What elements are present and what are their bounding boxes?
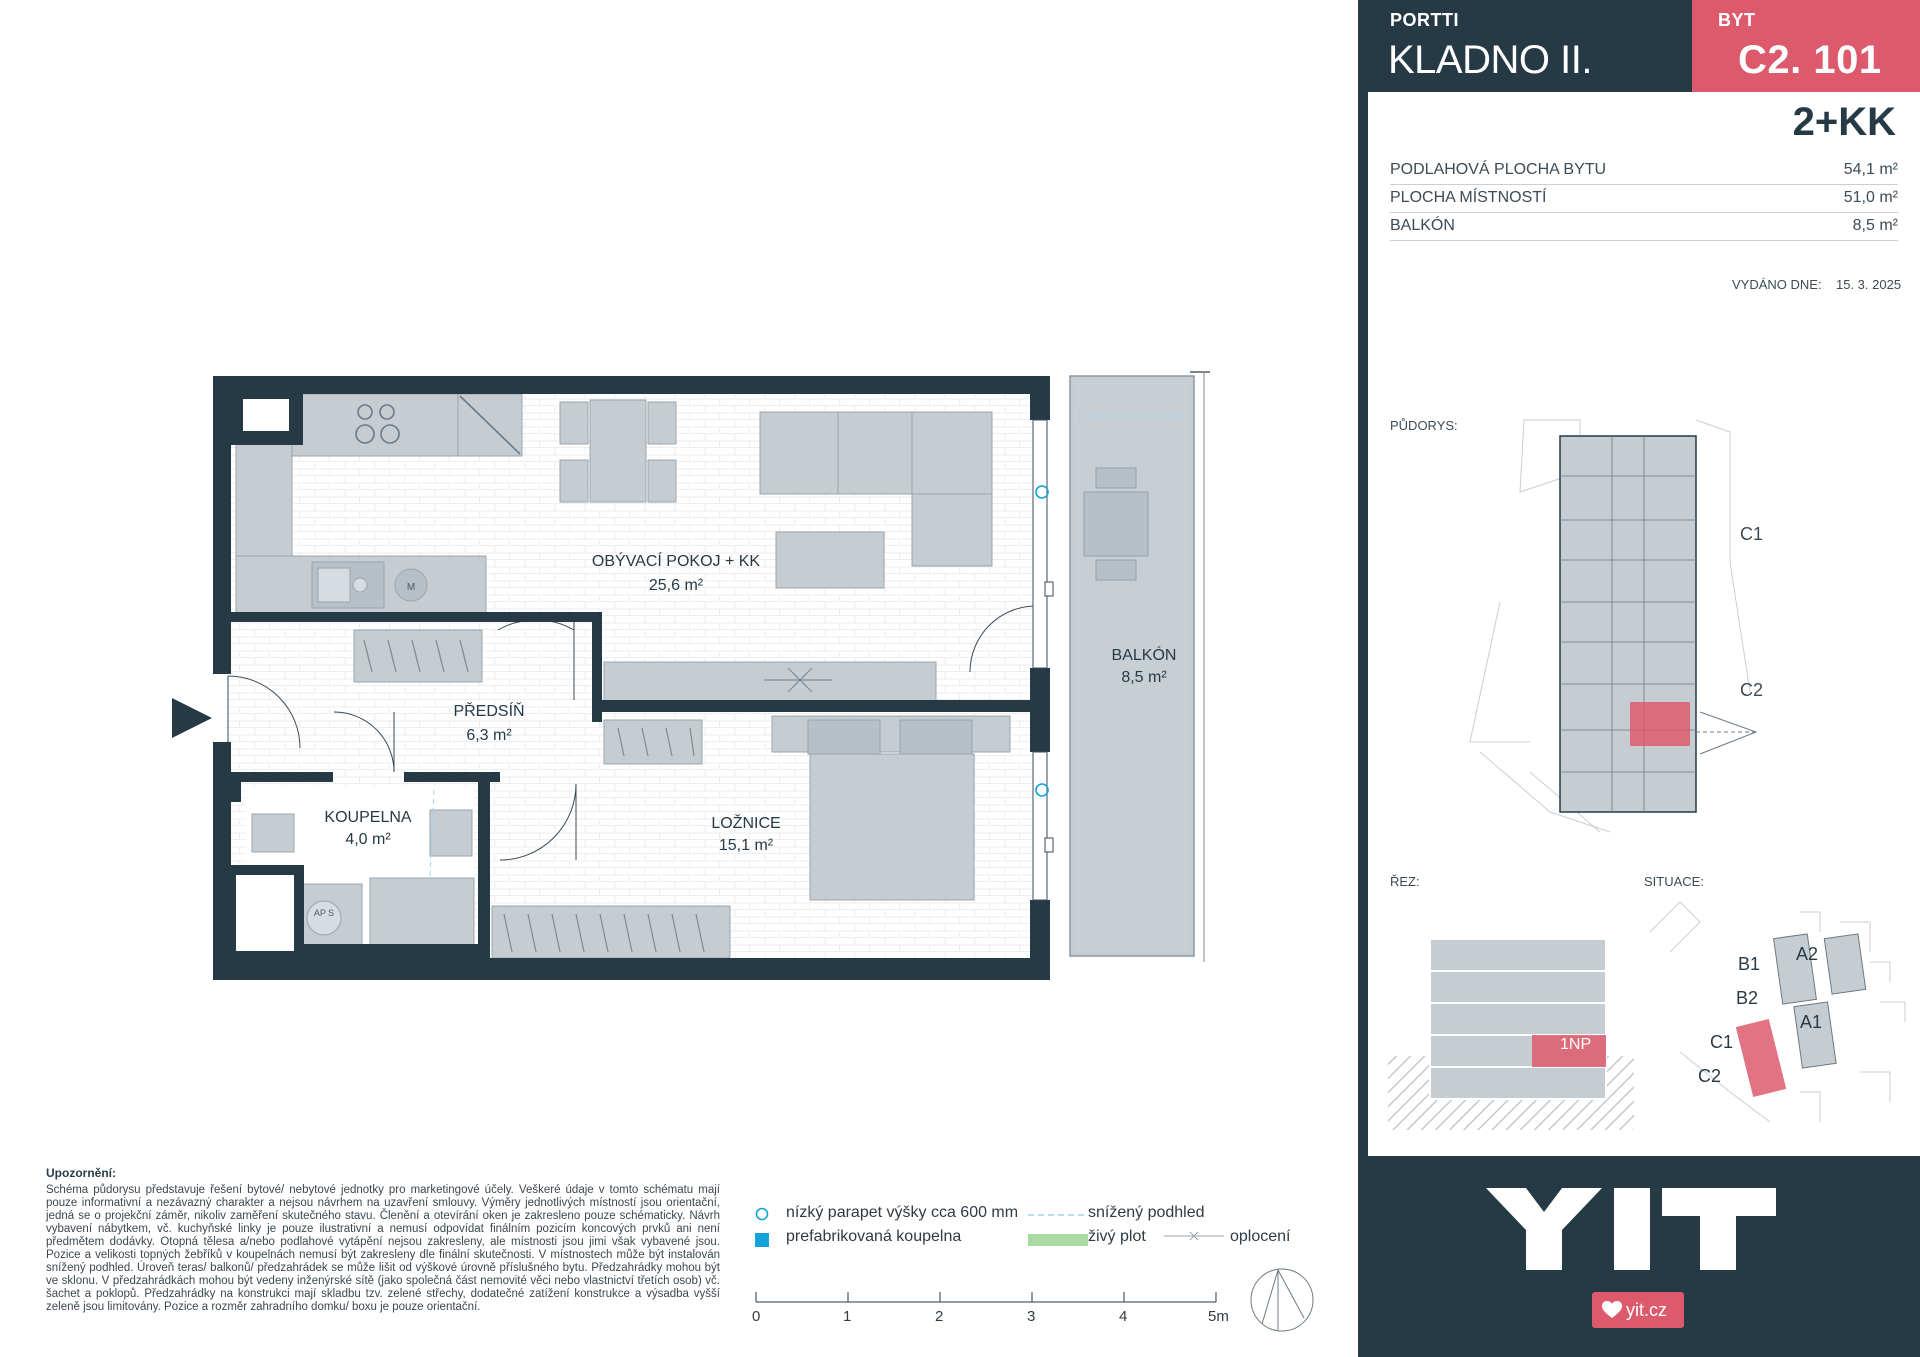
area-row-rooms: PLOCHA MÍSTNOSTÍ 51,0 m² — [1390, 186, 1898, 213]
dining-set — [559, 399, 677, 503]
plan-marker-c2: C2 — [1740, 680, 1764, 700]
situation-highlight — [1735, 1018, 1787, 1098]
area-label: PODLAHOVÁ PLOCHA BYTU — [1390, 161, 1607, 178]
bedroom-furniture — [491, 715, 1011, 959]
building-label: A1 — [1800, 1012, 1823, 1032]
issued-date: 15. 3. 2025 — [1836, 277, 1902, 292]
low-parapet-icon — [755, 1207, 769, 1221]
area-label: BALKÓN — [1390, 217, 1455, 234]
heart-icon — [1602, 1301, 1622, 1318]
building-section — [1388, 938, 1634, 1130]
website-link[interactable]: yit.cz — [1626, 1300, 1668, 1320]
fence-icon — [1164, 1231, 1224, 1241]
coffee-table — [775, 531, 885, 589]
project-name: KLADNO II. — [1388, 38, 1592, 82]
balcony-table — [1083, 491, 1149, 557]
scale-tick: 3 — [1027, 1308, 1036, 1325]
issued-label: VYDÁNO DNE: — [1732, 277, 1822, 292]
site-situation-map — [1649, 901, 1906, 1123]
hob-label: M — [407, 582, 415, 593]
lowered-ceiling-icon — [1028, 1214, 1088, 1216]
section-highlight — [1532, 1035, 1606, 1067]
building-label: C1 — [1710, 1032, 1734, 1052]
scale-tick: 4 — [1119, 1308, 1128, 1325]
unit-id: C2. 101 — [1738, 38, 1882, 82]
notice-title: Upozornění: — [46, 1166, 116, 1180]
building-label: B2 — [1736, 988, 1759, 1008]
section-label: ŘEZ: — [1390, 874, 1420, 889]
scale-tick: 1 — [843, 1308, 852, 1325]
area-value: 54,1 m² — [1843, 161, 1898, 178]
legend-fence: oplocení — [1230, 1228, 1291, 1245]
unit-header: BYT C2. 101 — [1692, 0, 1920, 92]
section-floor-label: 1NP — [1560, 1036, 1592, 1053]
legend-hedge: živý plot — [1088, 1228, 1146, 1245]
low-parapet-marker — [1035, 485, 1049, 499]
room-name-living: OBÝVACÍ POKOJ + KK — [592, 551, 761, 570]
situation-label: SITUACE: — [1644, 874, 1704, 889]
entrance-arrow[interactable] — [172, 698, 212, 738]
scale-bar — [755, 1292, 1217, 1303]
notice-text: Schéma půdorysu představuje řešení bytov… — [46, 1184, 720, 1313]
area-label: PLOCHA MÍSTNOSTÍ — [1390, 189, 1547, 206]
room-area-hall: 6,3 m² — [466, 727, 512, 744]
room-area-living: 25,6 m² — [649, 577, 704, 594]
sofa — [759, 411, 993, 567]
scale-tick: 5m — [1208, 1308, 1229, 1325]
building-label: B1 — [1738, 954, 1761, 974]
north-arrow-icon — [1250, 1268, 1314, 1332]
area-row-balcony: BALKÓN 8,5 m² — [1390, 214, 1898, 241]
area-row-floor: PODLAHOVÁ PLOCHA BYTU 54,1 m² — [1390, 158, 1898, 185]
plan-marker-c1: C1 — [1740, 524, 1764, 544]
walls — [213, 376, 1050, 980]
legend-prefab-bathroom: prefabrikovaná koupelna — [786, 1228, 962, 1245]
scale-tick: 0 — [752, 1308, 761, 1325]
legend: nízký parapet výšky cca 600 mm prefabrik… — [752, 1204, 1292, 1264]
layout-type: 2+KK — [1792, 100, 1896, 144]
plan-label: PŮDORYS: — [1390, 418, 1458, 433]
building-label: A2 — [1796, 944, 1819, 964]
highlighted-unit — [1630, 702, 1690, 746]
yit-logo — [1486, 1188, 1776, 1270]
riser-label: AP S — [314, 908, 334, 918]
scale-tick: 2 — [935, 1308, 944, 1325]
area-value: 8,5 m² — [1852, 217, 1898, 234]
legend-lowered-ceiling: snížený podhled — [1088, 1204, 1205, 1221]
unit-label: BYT — [1718, 10, 1756, 30]
tv-unit — [603, 661, 937, 703]
room-area-balcony: 8,5 m² — [1121, 669, 1167, 686]
hedge-icon — [1028, 1234, 1088, 1246]
hall-wardrobe — [353, 629, 483, 683]
website-badge[interactable]: yit.cz — [1592, 1292, 1684, 1328]
brand-name: PORTTI — [1390, 10, 1459, 30]
prefab-bathroom-icon — [755, 1233, 769, 1247]
area-value: 51,0 m² — [1843, 189, 1898, 206]
room-name-bedroom: LOŽNICE — [711, 813, 780, 832]
room-name-balcony: BALKÓN — [1112, 645, 1177, 664]
low-parapet-marker — [1035, 783, 1049, 797]
room-area-bedroom: 15,1 m² — [719, 837, 774, 854]
building-floor-plan — [1469, 419, 1758, 833]
building-label: C2 — [1698, 1066, 1722, 1086]
legend-low-parapet: nízký parapet výšky cca 600 mm — [786, 1204, 1019, 1221]
project-header: PORTTI KLADNO II. — [1368, 0, 1686, 92]
room-name-bathroom: KOUPELNA — [324, 809, 411, 826]
bathroom-fixtures — [251, 809, 475, 949]
room-area-bathroom: 4,0 m² — [345, 831, 391, 848]
floor-plan: M AP S — [172, 371, 1210, 980]
room-name-hall: PŘEDSÍŇ — [453, 701, 524, 720]
